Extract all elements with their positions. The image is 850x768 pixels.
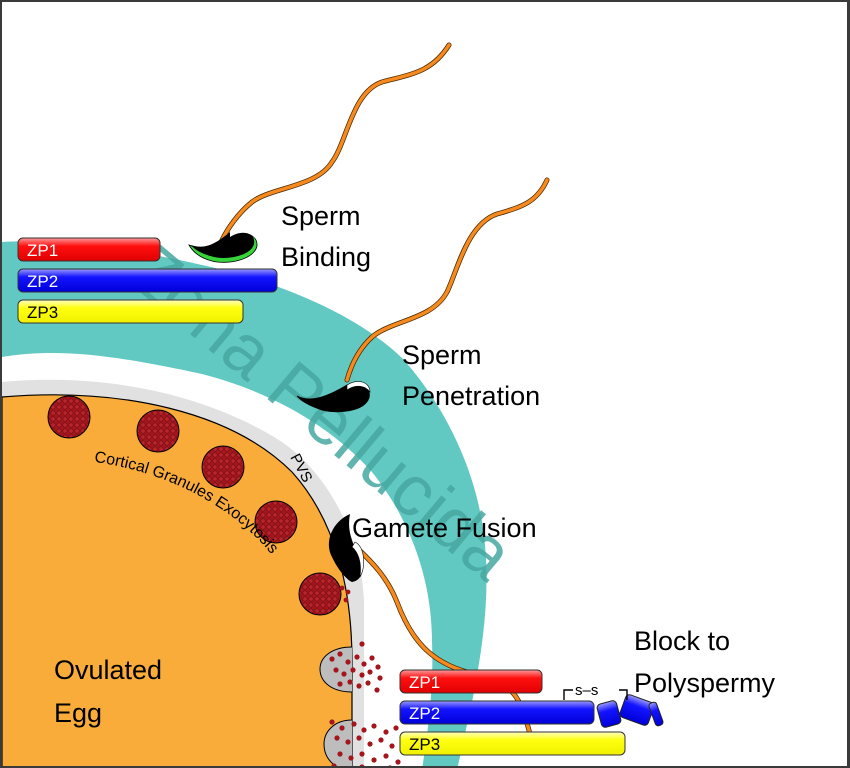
zp1-label-top: ZP1 — [27, 241, 58, 260]
sperm-head — [296, 382, 370, 413]
zp2-cleaved-fragments — [596, 694, 664, 728]
sperm-binding — [188, 42, 452, 263]
sperm-binding-label-line2: Binding — [281, 242, 371, 272]
block-polyspermy-label-line2: Polyspermy — [634, 668, 776, 698]
sperm-penetration-label-line2: Penetration — [402, 381, 540, 411]
cortical-granules — [47, 395, 342, 616]
zp2-label-bottom: ZP2 — [409, 704, 440, 723]
sperm-binding-label-line1: Sperm — [281, 201, 361, 231]
zp2-bar-bottom — [399, 700, 595, 725]
disulfide-label: s–s — [575, 682, 598, 699]
zp-bottom-group: ZP1 ZP2 ZP3 s–s — [399, 669, 664, 756]
zp2-bar-top — [17, 268, 278, 293]
exocytosis-bulge — [323, 719, 353, 766]
ovulated-egg — [2, 394, 353, 766]
zp3-label-top: ZP3 — [27, 303, 58, 322]
ovulated-egg-label-line1: Ovulated — [54, 655, 162, 685]
zp2-label-top: ZP2 — [27, 272, 58, 291]
gamete-fusion-label: Gamete Fusion — [352, 513, 537, 543]
zp-top-group: ZP1 ZP2 ZP3 — [17, 237, 278, 324]
zp3-bar-top — [17, 299, 244, 324]
granule — [47, 395, 91, 439]
sperm-tail — [345, 178, 549, 382]
granule-fusing — [298, 572, 342, 616]
zp3-label-bottom: ZP3 — [409, 735, 440, 754]
sperm-tail — [354, 545, 534, 744]
zp1-bar-top — [17, 237, 161, 262]
granule — [254, 500, 298, 544]
block-polyspermy-label-line1: Block to — [634, 626, 730, 656]
disulfide-bridge-bracket — [563, 689, 628, 700]
granule — [201, 445, 245, 489]
sperm-fusion — [328, 514, 535, 745]
released-granule-contents — [329, 585, 401, 766]
zp1-label-bottom: ZP1 — [409, 673, 440, 692]
sperm-head — [328, 514, 362, 582]
sperm-penetration — [296, 177, 550, 413]
zp3-bar-bottom — [399, 731, 626, 756]
zp1-bar-bottom — [399, 669, 543, 694]
sperm-penetration-label-line1: Sperm — [402, 340, 482, 370]
ovulated-egg-label-line2: Egg — [54, 698, 102, 728]
granule — [136, 409, 180, 453]
